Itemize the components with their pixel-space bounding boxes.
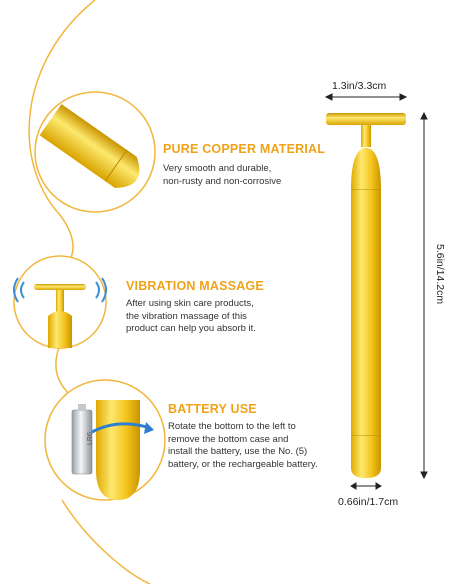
dimension-body-width: 0.66in/1.7cm: [338, 496, 399, 508]
desc-line: battery, or the rechargeable battery.: [168, 458, 318, 470]
desc-line: non-rusty and non-corrosive: [163, 175, 282, 187]
feature-title-battery: BATTERY USE: [168, 402, 257, 416]
feature-title-material: PURE COPPER MATERIAL: [163, 142, 326, 156]
dimension-head-width: 1.3in/3.3cm: [332, 80, 387, 92]
feature-desc-battery: Rotate the bottom to the left to remove …: [168, 421, 318, 471]
feature-desc-material: Very smooth and durable, non-rusty and n…: [163, 163, 281, 188]
desc-line: install the battery, use the No. (5): [168, 446, 308, 457]
desc-line: product can help you absorb it.: [126, 323, 256, 334]
feature-desc-vibration: After using skin care products, the vibr…: [126, 298, 256, 336]
dimension-lines: [324, 93, 428, 490]
material-closeup: [34, 91, 156, 213]
battery-closeup: LR6: [44, 379, 166, 501]
desc-line: the vibration massage of this: [126, 310, 247, 322]
dimension-length: 5.6in/14.2cm: [434, 244, 446, 305]
desc-line: remove the bottom case and: [168, 433, 289, 445]
desc-line: Rotate the bottom to the left to: [168, 421, 296, 432]
desc-line: After using skin care products,: [126, 298, 254, 309]
desc-line: Very smooth and durable,: [163, 163, 272, 174]
feature-title-vibration: VIBRATION MASSAGE: [126, 279, 264, 293]
vibration-closeup: [13, 255, 107, 349]
main-roller: [326, 113, 406, 478]
svg-text:LR6: LR6: [87, 432, 94, 445]
